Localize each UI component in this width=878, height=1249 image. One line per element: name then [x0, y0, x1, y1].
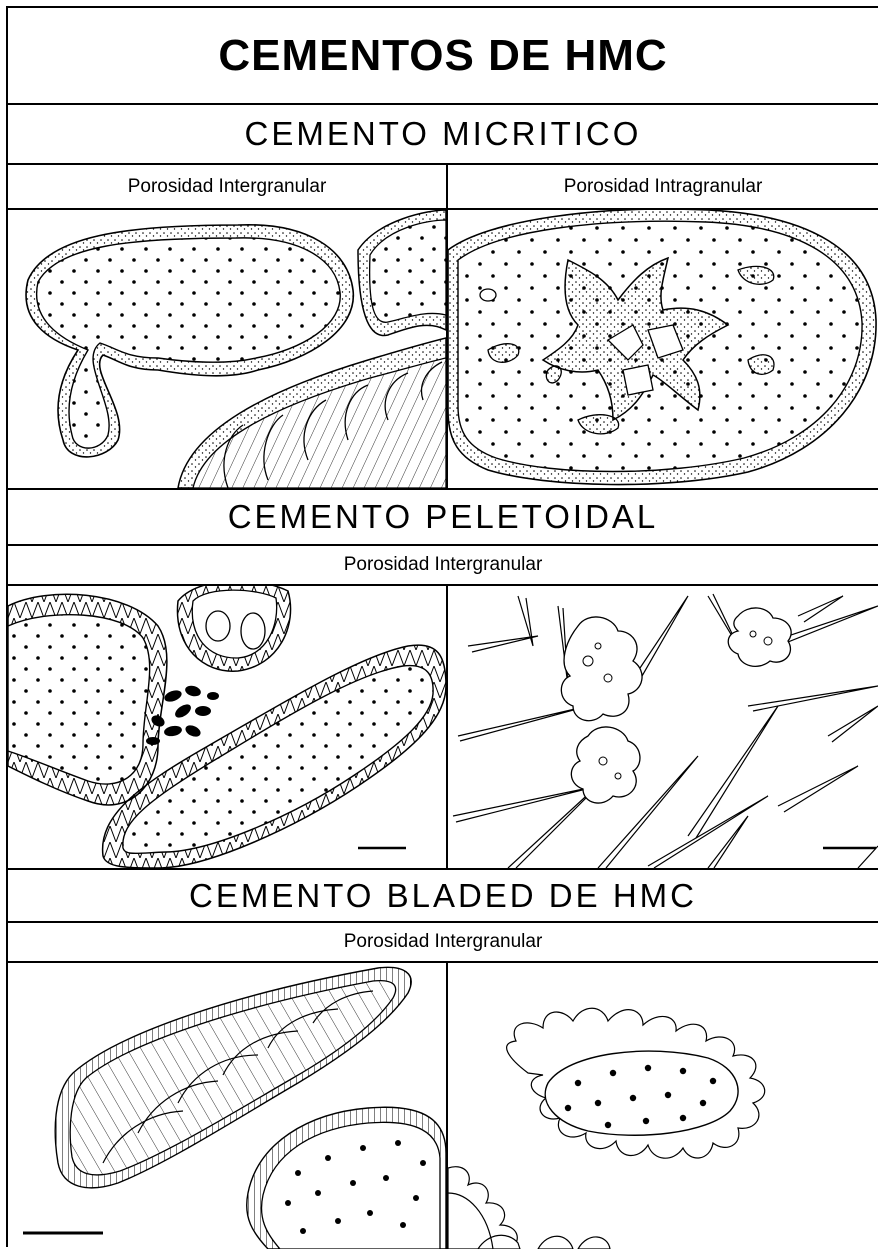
- panel-bladed-right: [448, 963, 878, 1249]
- section-micritico-title: CEMENTO MICRITICO: [245, 115, 642, 153]
- panel-peletoidal-left: [8, 586, 446, 868]
- panel-bladed-left: [8, 963, 446, 1249]
- panel-micritic-intergranular: [8, 210, 446, 488]
- section-peletoidal-title: CEMENTO PELETOIDAL: [228, 498, 659, 536]
- main-title: CEMENTOS DE HMC: [218, 31, 667, 81]
- main-title-band: CEMENTOS DE HMC: [8, 8, 878, 105]
- subheading-bladed-intergranular: Porosidad Intergranular: [344, 931, 543, 953]
- section-micritico-header: CEMENTO MICRITICO: [8, 105, 878, 165]
- panel-peletoidal-right: [448, 586, 878, 868]
- divider: [446, 165, 448, 210]
- subheading-intergranular: Porosidad Intergranular: [8, 165, 446, 208]
- subheading-peletoidal-intergranular: Porosidad Intergranular: [344, 554, 543, 576]
- panel-micritic-intragranular: [448, 210, 878, 488]
- section-bladed-title: CEMENTO BLADED DE HMC: [189, 877, 697, 915]
- subheading-intragranular: Porosidad Intragranular: [448, 165, 878, 208]
- section-peletoidal-header: CEMENTO PELETOIDAL: [8, 488, 878, 546]
- section-bladed-subheader: Porosidad Intergranular: [8, 923, 878, 963]
- section-bladed-header: CEMENTO BLADED DE HMC: [8, 868, 878, 923]
- section-peletoidal-subheader: Porosidad Intergranular: [8, 546, 878, 586]
- figure-sheet: CEMENTOS DE HMC CEMENTO MICRITICO Porosi…: [6, 6, 878, 1247]
